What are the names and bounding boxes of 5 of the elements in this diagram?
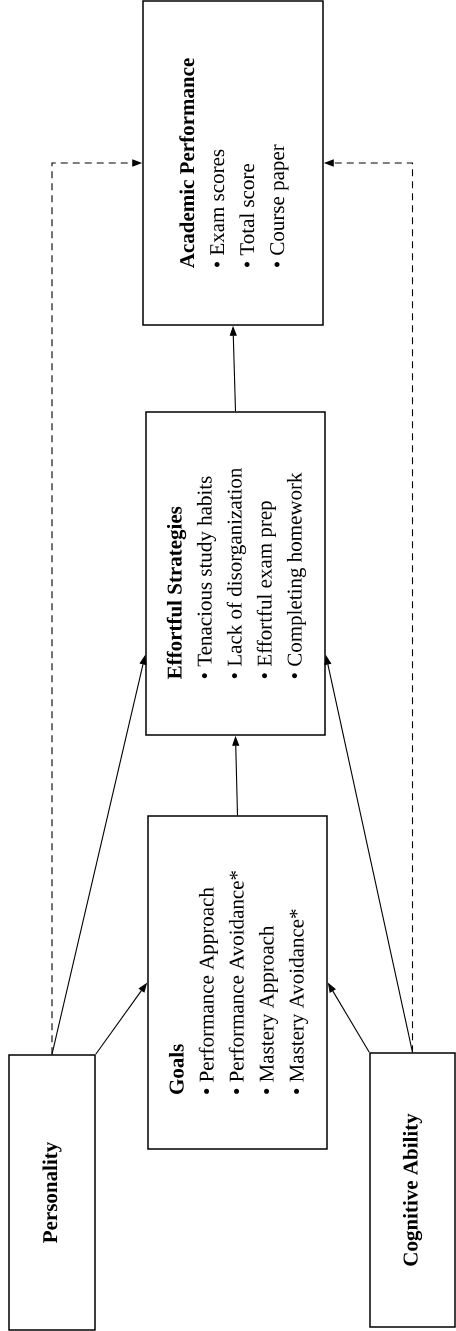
strategy-box: Effortful Strategies • Tenacious study habits • Lack of disorganization • Effortful exam prep • Completing homework — [145, 411, 326, 736]
predictor-box: Cognitive Ability — [369, 1052, 456, 1328]
goals-box: Goals • Performance Approach • Performance Avoidance* • Mastery Approach • Mastery Avoidance* — [147, 815, 328, 1150]
predictor-box: Personality — [8, 1054, 96, 1331]
outcome-box: Academic Performance • Exam scores • Total score • Course paper — [142, 0, 324, 326]
